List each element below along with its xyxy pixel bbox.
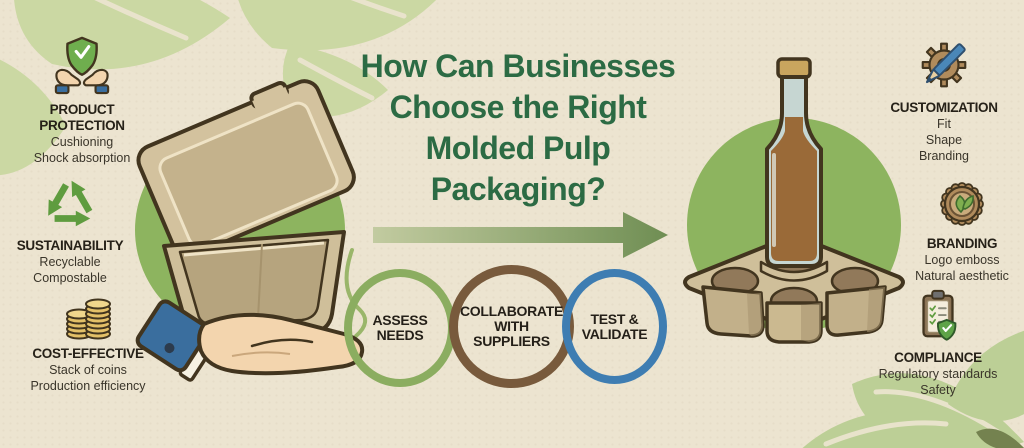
title-line: Packaging?: [430, 171, 606, 207]
coin-stacks-icon: [66, 298, 111, 340]
feature-subtext: Branding: [918, 149, 970, 163]
feature-subtext: Cushioning: [50, 135, 114, 149]
step-label: TEST & VALIDATE: [581, 310, 648, 342]
feature-subtext: Compostable: [33, 271, 107, 285]
feature-heading: SUSTAINABILITY: [16, 238, 124, 253]
feature-heading: COST-EFFECTIVE: [32, 346, 144, 361]
feature-heading: BRANDING: [926, 236, 998, 251]
feature-subtext: Regulatory standards: [878, 367, 998, 381]
feature-subtext: Production efficiency: [30, 379, 146, 393]
clamshell-container-illustration: [135, 79, 365, 382]
feature-product-protection: PRODUCT PROTECTION Cushioning Shock abso…: [2, 36, 162, 166]
leaf-badge-icon: [940, 182, 984, 226]
feature-subtext: Natural aesthetic: [915, 269, 1009, 283]
step-label: ASSESS NEEDS: [372, 312, 428, 343]
step-ring-assess-needs: ASSESS NEEDS: [344, 269, 456, 387]
title-line: Choose the Right: [389, 89, 647, 125]
clipboard-shield-icon: [922, 289, 957, 341]
feature-heading: COMPLIANCE: [894, 350, 982, 365]
feature-subtext: Fit: [937, 117, 951, 131]
recycle-icon: [48, 180, 93, 227]
step-label: COLLABORATE WITH SUPPLIERS: [460, 303, 563, 349]
step-ring-collaborate-with-suppliers: COLLABORATE WITH SUPPLIERS: [449, 265, 574, 388]
feature-subtext: Logo emboss: [924, 253, 1000, 267]
feature-heading: PRODUCT: [49, 102, 115, 117]
feature-subtext: Shape: [925, 133, 963, 147]
feature-compliance: COMPLIANCE Regulatory standards Safety: [858, 288, 1018, 398]
flow-arrow-icon: [373, 212, 668, 258]
gear-pencil-icon: [921, 42, 967, 88]
feature-branding: BRANDING Logo emboss Natural aesthetic: [882, 178, 1024, 284]
title-line: Molded Pulp: [425, 130, 611, 166]
title-line: How Can Businesses: [360, 48, 676, 84]
feature-subtext: Safety: [920, 383, 956, 397]
feature-subtext: Shock absorption: [33, 151, 131, 165]
hands-holding-shield-icon: [54, 36, 110, 95]
feature-subtext: Stack of coins: [49, 363, 127, 377]
feature-heading: CUSTOMIZATION: [890, 100, 998, 115]
step-ring-test-validate: TEST & VALIDATE: [562, 269, 667, 384]
feature-subtext: Recyclable: [39, 255, 101, 269]
bottle-in-pulp-carrier-illustration: [683, 57, 905, 344]
leaf-decoration-bottom-right: [802, 330, 1024, 448]
feature-sustainability: SUSTAINABILITY Recyclable Compostable: [0, 178, 150, 286]
feature-heading: PROTECTION: [39, 118, 125, 133]
feature-customization: CUSTOMIZATION Fit Shape Branding: [864, 36, 1024, 164]
feature-cost-effective: COST-EFFECTIVE Stack of coins Production…: [8, 288, 168, 394]
page-title: How Can Businesses Choose the Right Mold…: [316, 46, 720, 210]
